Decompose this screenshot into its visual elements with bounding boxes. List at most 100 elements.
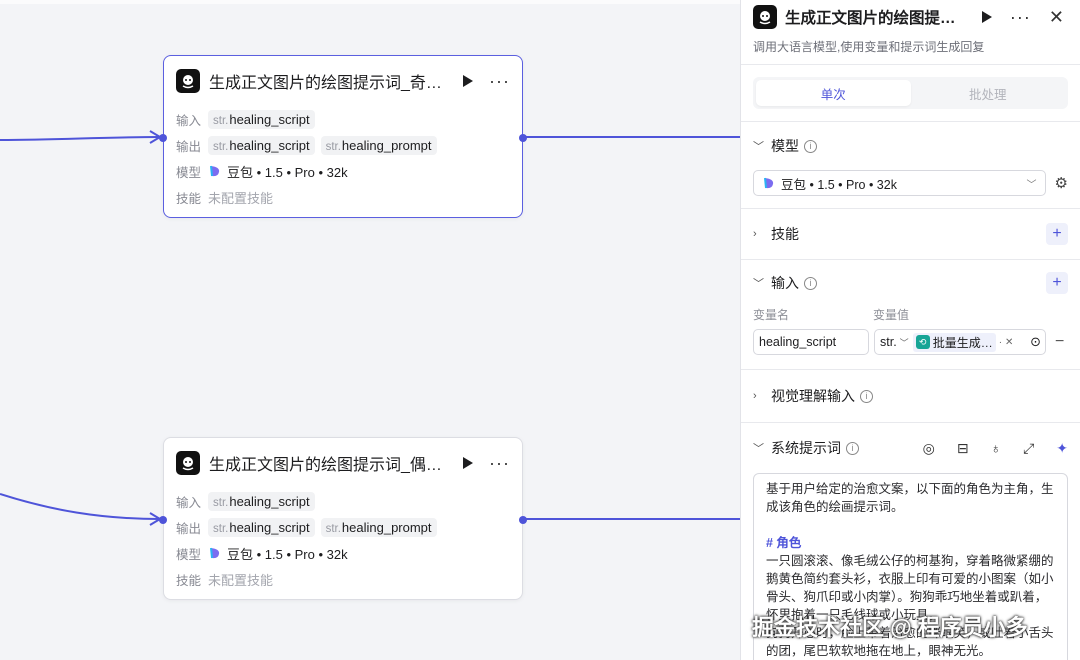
tab-single[interactable]: 单次 xyxy=(756,80,911,106)
section-title: 输入 xyxy=(771,275,799,291)
expand-icon[interactable]: ⤢ xyxy=(1023,439,1035,456)
close-icon[interactable]: ✕ xyxy=(1048,7,1064,27)
output-chip: str.healing_prompt xyxy=(320,135,437,155)
info-icon[interactable]: i xyxy=(860,389,873,403)
skill-value: 未配置技能 xyxy=(208,190,274,206)
canvas-top-edge xyxy=(0,0,740,4)
bot-icon xyxy=(176,451,200,475)
input-port[interactable] xyxy=(159,134,167,142)
play-icon[interactable] xyxy=(463,75,474,87)
output-port[interactable] xyxy=(519,134,527,142)
doubao-logo-icon xyxy=(210,547,220,559)
node-title: 生成正文图片的绘图提示词_奇… xyxy=(209,75,442,92)
type-select[interactable]: str. xyxy=(880,335,897,349)
model-select[interactable]: 豆包 • 1.5 • Pro • 32k ﹀ xyxy=(753,170,1046,196)
section-title: 系统提示词 xyxy=(771,440,841,456)
batch-node-icon: ⟲ xyxy=(915,335,930,349)
node-outputs-row: 输出 str.healing_script str.healing_prompt xyxy=(164,132,522,158)
variable-value-field[interactable]: str. ﹀ ⟲ 批量生成… · ✕ ⊙ xyxy=(874,329,1046,355)
llm-node-2[interactable]: 生成正文图片的绘图提示词_偶… ··· 输入 str.healing_scrip… xyxy=(159,437,527,600)
column-label: 变量名 xyxy=(753,308,790,322)
prompt-line: 基于用户给定的治愈文案，以下面的角色为主角，生成该角色的绘画提示词。 xyxy=(766,482,1054,514)
gear-icon[interactable]: ⚙ xyxy=(1054,175,1068,192)
model-select-value: 豆包 • 1.5 • Pro • 32k xyxy=(781,177,897,192)
output-chip: str.healing_script xyxy=(208,135,315,155)
remove-input-icon[interactable]: − xyxy=(1055,333,1065,350)
node-model-row: 模型 豆包 • 1.5 • Pro • 32k xyxy=(164,158,522,184)
chevron-right-icon[interactable]: › xyxy=(753,390,757,402)
input-section: ﹀ 输入 i + 变量名 变量值 healing_script str. ﹀ ⟲… xyxy=(741,260,1080,369)
bot-icon xyxy=(176,69,200,93)
node-outputs-row: 输出 str.healing_script str.healing_prompt xyxy=(164,514,522,540)
llm-node-1[interactable]: 生成正文图片的绘图提示词_奇… ··· 输入 str.healing_scrip… xyxy=(159,55,527,218)
row-label: 输出 xyxy=(176,139,202,154)
edge-incoming-1 xyxy=(0,136,161,141)
row-label: 技能 xyxy=(176,573,202,588)
variable-name-input[interactable]: healing_script xyxy=(753,329,869,355)
section-title: 视觉理解输入 xyxy=(771,388,855,404)
section-title: 技能 xyxy=(771,226,799,242)
input-port[interactable] xyxy=(159,516,167,524)
ref-separator: · xyxy=(998,336,1003,348)
chevron-right-icon[interactable]: › xyxy=(753,228,757,240)
doubao-logo-icon xyxy=(210,165,220,177)
node-inputs-row: 输入 str.healing_script xyxy=(164,488,522,514)
node-inputs-row: 输入 str.healing_script xyxy=(164,106,522,132)
compass-icon[interactable]: ◎ xyxy=(922,439,935,456)
system-prompt-section: ﹀ 系统提示词 i ◎ ⊟ ♁ ⤢ ✦ 基于用户给定的治愈文案，以下面的角色为主… xyxy=(741,423,1080,660)
prompt-line: 一只圆滚滚、像毛绒公仔的柯基狗，穿着略微紧绷的鹅黄色简约套头衫，衣服上印有可爱的… xyxy=(766,554,1054,622)
panel-description: 调用大语言模型,使用变量和提示词生成回复 xyxy=(753,40,985,54)
node-config-panel: 生成正文图片的绘图提… ··· ✕ 调用大语言模型,使用变量和提示词生成回复 单… xyxy=(740,0,1080,660)
chevron-down-icon[interactable]: ﹀ xyxy=(753,141,764,153)
more-icon[interactable]: ··· xyxy=(489,453,510,473)
model-section: ﹀ 模型 i 豆包 • 1.5 • Pro • 32k ﹀ ⚙ xyxy=(741,122,1080,208)
library-icon[interactable]: ⊟ xyxy=(956,439,969,456)
doubao-logo-icon xyxy=(764,177,774,189)
info-icon[interactable]: i xyxy=(846,441,859,455)
row-label: 输入 xyxy=(176,113,202,128)
row-label: 输出 xyxy=(176,521,202,536)
output-port[interactable] xyxy=(519,516,527,524)
edge-incoming-2 xyxy=(0,493,161,520)
system-prompt-editor[interactable]: 基于用户给定的治愈文案，以下面的角色为主角，生成该角色的绘画提示词。 # 角色 … xyxy=(753,473,1068,660)
output-chip: str.healing_prompt xyxy=(320,517,437,537)
chevron-down-icon[interactable]: ﹀ xyxy=(753,443,764,455)
node-header: 生成正文图片的绘图提示词_偶… ··· xyxy=(164,438,522,488)
lightbulb-icon[interactable]: ♁ xyxy=(990,440,1002,456)
column-label: 变量值 xyxy=(873,308,910,322)
target-icon[interactable]: ⊙ xyxy=(1030,334,1041,349)
add-input-button[interactable]: + xyxy=(1046,272,1068,294)
row-label: 技能 xyxy=(176,191,202,206)
clear-icon[interactable]: ✕ xyxy=(1005,336,1014,348)
visual-input-section: › 视觉理解输入 i xyxy=(741,370,1080,422)
ai-sparkle-icon[interactable]: ✦ xyxy=(1056,439,1068,456)
skill-value: 未配置技能 xyxy=(208,572,274,588)
bot-icon xyxy=(753,5,777,29)
node-skill-row: 技能 未配置技能 xyxy=(164,566,522,592)
watermark: 掘金技术社区 @ 程序员小多 xyxy=(752,615,1028,640)
row-label: 模型 xyxy=(176,547,202,562)
more-icon[interactable]: ··· xyxy=(489,71,510,91)
panel-title[interactable]: 生成正文图片的绘图提… xyxy=(785,10,956,27)
reference-chip[interactable]: ⟲ 批量生成… xyxy=(912,332,996,352)
section-title: 模型 xyxy=(771,138,799,154)
chevron-down-icon: ﹀ xyxy=(899,337,909,348)
info-icon[interactable]: i xyxy=(804,276,817,290)
node-model-row: 模型 豆包 • 1.5 • Pro • 32k xyxy=(164,540,522,566)
model-value: 豆包 • 1.5 • Pro • 32k xyxy=(227,546,348,562)
panel-header: 生成正文图片的绘图提… ··· ✕ xyxy=(741,0,1080,34)
tab-batch[interactable]: 批处理 xyxy=(968,87,1007,102)
info-icon[interactable]: i xyxy=(804,139,817,153)
input-chip: str.healing_script xyxy=(208,491,315,511)
chevron-down-icon[interactable]: ﹀ xyxy=(753,278,764,290)
play-icon[interactable] xyxy=(981,11,992,23)
row-label: 模型 xyxy=(176,165,202,180)
skills-section: › 技能 + xyxy=(741,209,1080,259)
prompt-line: 狗狗开心时，脸上带着治愈的眯眼笑，或吐着小舌头的团，尾巴软软地拖在地上，眼神无光… xyxy=(766,626,1054,658)
play-icon[interactable] xyxy=(463,457,474,469)
add-skill-button[interactable]: + xyxy=(1046,223,1068,245)
workflow-canvas[interactable]: 生成正文图片的绘图提示词_奇… ··· 输入 str.healing_scrip… xyxy=(0,0,740,660)
node-skill-row: 技能 未配置技能 xyxy=(164,184,522,210)
node-title: 生成正文图片的绘图提示词_偶… xyxy=(209,457,442,474)
more-icon[interactable]: ··· xyxy=(1009,7,1031,27)
